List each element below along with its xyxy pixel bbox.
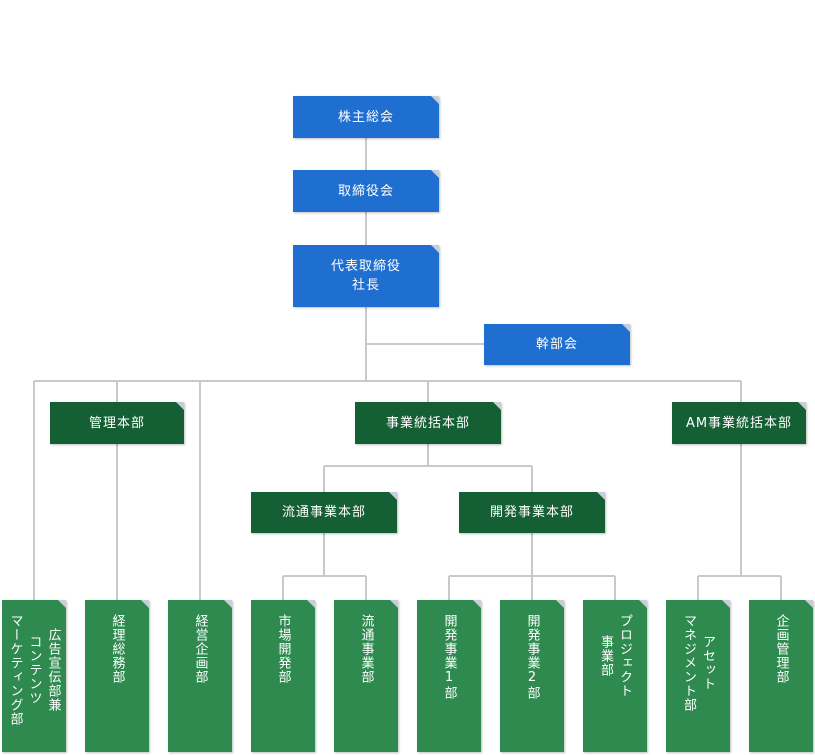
planning-management-dept-label: 企画管理部: [774, 614, 789, 684]
corporate-planning-dept-label-line: 経営企画部: [192, 614, 208, 684]
project-dept-label-line-2: 事業部: [598, 635, 613, 677]
shareholders-meeting-box: 株主総会: [293, 96, 439, 138]
distribution-business-dept-label: 流通事業部: [359, 614, 374, 684]
distribution-business-dept-label-line: 流通事業部: [358, 614, 374, 684]
corporate-planning-dept-label: 経営企画部: [193, 614, 208, 684]
admin-division-box: 管理本部: [50, 402, 184, 444]
development-dept-1-label: 開発事業1部: [442, 614, 457, 700]
distribution-division-label: 流通事業本部: [281, 505, 366, 520]
planning-management-dept-label-line: 企画管理部: [773, 614, 789, 684]
accounting-dept-label-line: 経理総務部: [109, 614, 125, 684]
development-dept-2-label: 開発事業2部: [525, 614, 540, 700]
am-division-label: AM事業統括本部: [685, 415, 793, 431]
business-division-box: 事業統括本部: [355, 402, 501, 444]
ad-dept-label: 広告宣伝部兼 コンテンツ マーケティング部: [8, 614, 61, 726]
asset-dept-label-line-1: アセット: [700, 635, 715, 691]
ad-dept-label-line-2: コンテンツ: [26, 635, 42, 705]
development-dept-2-label-line: 開発事業2部: [524, 614, 540, 700]
business-division-label: 事業統括本部: [385, 415, 470, 431]
development-division-label: 開発事業本部: [489, 505, 574, 520]
market-development-dept-box: 市場開発部: [251, 600, 315, 752]
planning-management-dept-box: 企画管理部: [749, 600, 813, 752]
development-division-box: 開発事業本部: [459, 492, 605, 533]
admin-division-label: 管理本部: [88, 415, 145, 431]
corporate-planning-dept-box: 経営企画部: [168, 600, 232, 752]
project-dept-label-line-1: プロジェクト: [617, 614, 632, 698]
distribution-division-box: 流通事業本部: [251, 492, 397, 533]
board-of-directors-box: 取締役会: [293, 170, 439, 212]
accounting-general-affairs-dept-box: 経理総務部: [85, 600, 149, 752]
distribution-business-dept-box: 流通事業部: [334, 600, 398, 752]
ad-dept-label-line-1: 広告宣伝部兼: [45, 628, 61, 712]
project-business-dept-box: プロジェクト 事業部: [583, 600, 647, 752]
market-development-dept-label: 市場開発部: [276, 614, 291, 684]
executive-committee-label: 幹部会: [535, 337, 578, 352]
market-development-dept-label-line: 市場開発部: [275, 614, 291, 684]
project-business-dept-label: プロジェクト 事業部: [598, 614, 632, 698]
asset-dept-label-line-2: マネジメント部: [681, 614, 696, 712]
asset-management-dept-box: アセット マネジメント部: [666, 600, 730, 752]
development-dept-2-box: 開発事業2部: [500, 600, 564, 752]
executive-committee-box: 幹部会: [484, 324, 630, 365]
asset-management-dept-label: アセット マネジメント部: [681, 614, 715, 712]
ad-dept-label-line-3: マーケティング部: [7, 614, 23, 726]
ad-content-marketing-dept-box: 広告宣伝部兼 コンテンツ マーケティング部: [2, 600, 66, 752]
president-box: 代表取締役 社長: [293, 245, 439, 307]
development-dept-1-label-line: 開発事業1部: [441, 614, 457, 700]
accounting-dept-label: 経理総務部: [110, 614, 125, 684]
board-of-directors-label: 取締役会: [337, 183, 394, 199]
development-dept-1-box: 開発事業1部: [417, 600, 481, 752]
shareholders-meeting-label: 株主総会: [337, 109, 394, 125]
president-label: 代表取締役 社長: [330, 259, 401, 293]
am-division-box: AM事業統括本部: [672, 402, 806, 444]
